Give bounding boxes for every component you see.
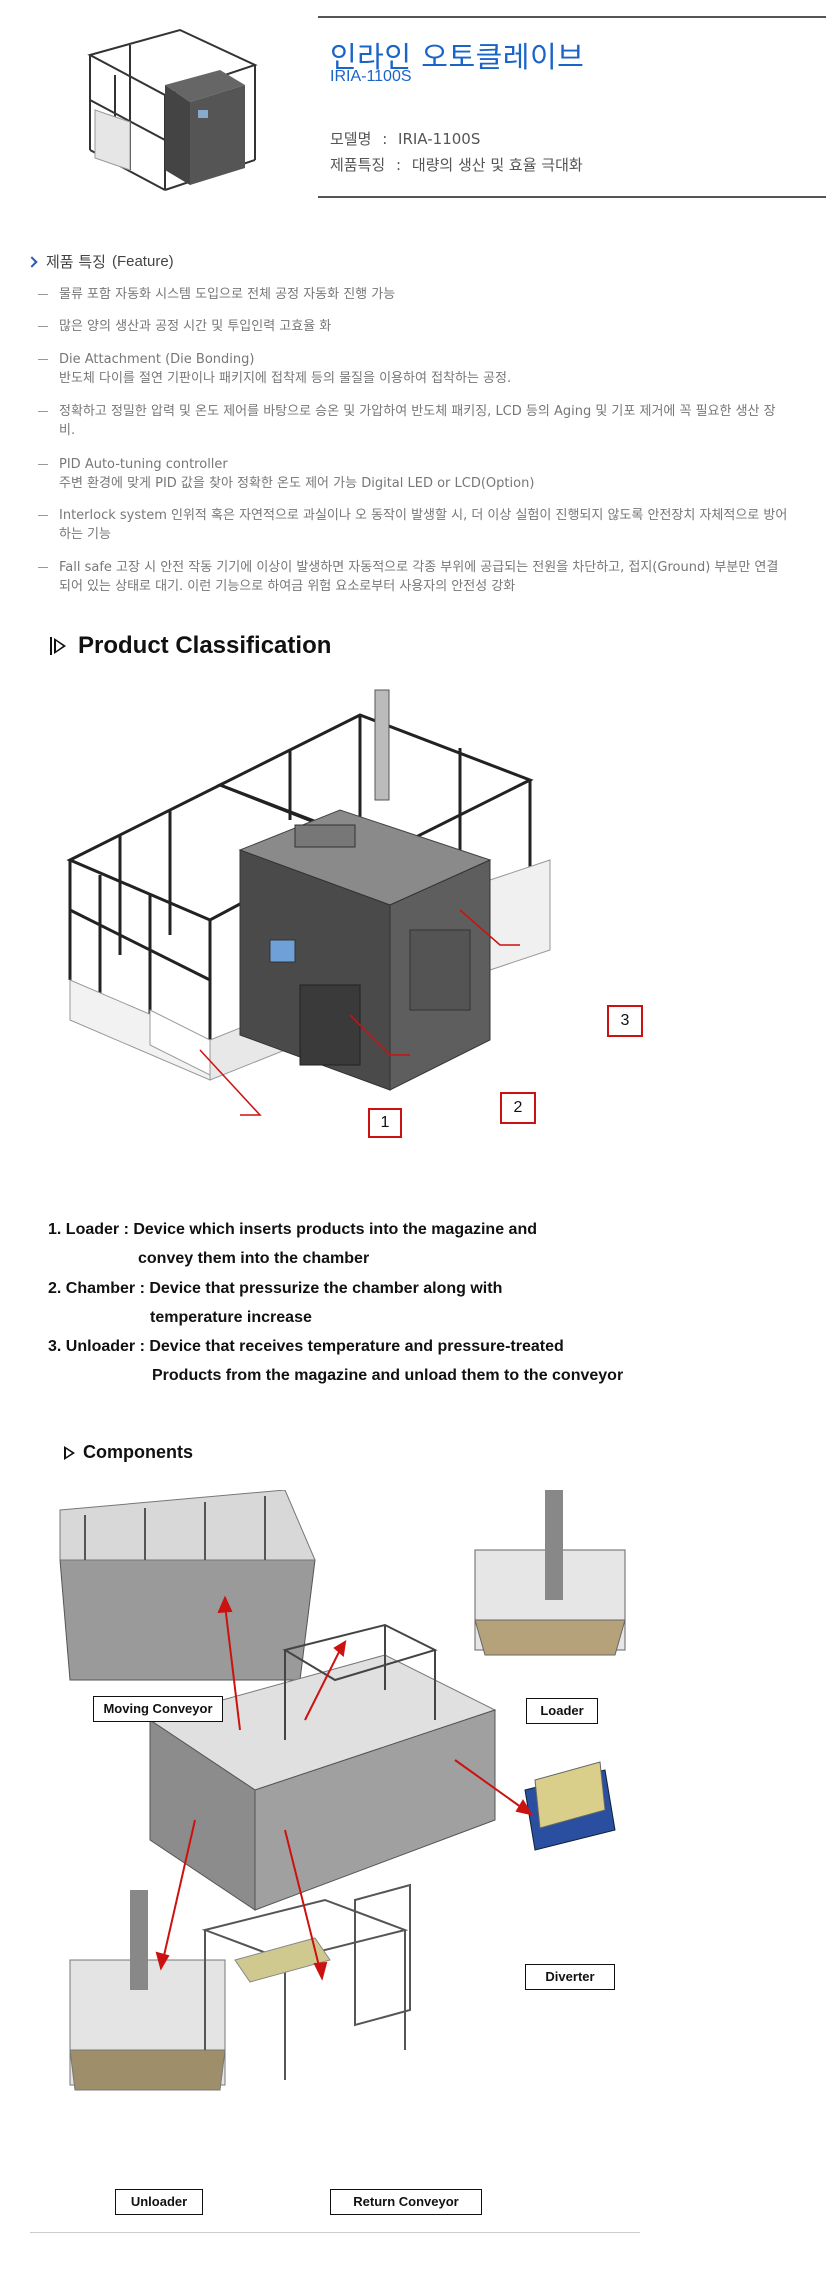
classification-description-2b: temperature increase [150,1309,312,1326]
classification-description-2: 2. Chamber : Device that pressurize the … [48,1280,503,1297]
components-diagram-image [55,1489,655,2190]
section-title: Product Classification [78,632,332,659]
bottom-divider [30,2232,640,2233]
product-thumbnail-image [70,10,270,195]
header-top-rule [318,16,826,18]
feature-item: 많은 양의 생산과 공정 시간 및 투입인력 고효율 화 [38,317,828,336]
spec-separator: : [382,130,388,148]
feature-item: Die Attachment (Die Bonding) 반도체 다이를 절연 … [38,350,828,388]
dash-bullet [38,411,48,412]
dash-bullet [38,567,48,568]
label-diverter: Diverter [525,1964,615,1990]
machine-overview-image [60,680,660,1150]
dash-bullet [38,359,48,360]
dash-bullet [38,326,48,327]
triangle-right-icon [64,1445,75,1460]
product-classification-heading: Product Classification [50,632,331,660]
label-loader: Loader [526,1698,598,1724]
callout-3: 3 [607,1005,643,1037]
callout-1: 1 [368,1108,402,1138]
classification-description-3b: Products from the magazine and unload th… [152,1367,624,1384]
spec-value: IRIA-1100S [398,130,481,148]
label-unloader: Unloader [115,2189,203,2215]
bar-icon [50,637,52,655]
spec-separator: : [395,156,402,174]
dash-bullet [38,515,48,516]
label-moving-conveyor: Moving Conveyor [93,1696,223,1722]
feature-item: Fall safe 고장 시 안전 작동 기기에 이상이 발생하면 자동적으로 … [38,558,828,596]
feature-heading-ko: 제품 특징 [46,253,106,271]
label-return-conveyor: Return Conveyor [330,2189,482,2215]
product-model-subtitle: IRIA-1100S [330,68,412,85]
spec-row-feature: 제품특징 : 대량의 생산 및 효율 극대화 [330,154,589,175]
dash-bullet [38,294,48,295]
spec-label: 모델명 [330,130,372,148]
spec-value: 대량의 생산 및 효율 극대화 [411,156,583,174]
feature-heading-en: (Feature) [111,253,174,270]
feature-item: PID Auto-tuning controller 주변 환경에 맞게 PID… [38,455,828,493]
feature-item: 정확하고 정밀한 압력 및 온도 제어를 바탕으로 승온 및 가압하여 반도체 … [38,402,828,440]
chevron-right-icon [26,255,38,268]
triangle-right-icon [54,638,66,654]
components-heading: Components [64,1442,193,1463]
product-title: 인라인 오토클레이브 [330,40,585,74]
classification-description-1b: convey them into the chamber [138,1250,370,1267]
feature-item: 물류 포함 자동화 시스템 도입으로 전체 공정 자동화 진행 가능 [38,285,828,304]
feature-heading: 제품 특징 (Feature) [26,251,174,272]
header-bottom-rule [318,196,826,198]
section-title: Components [83,1442,193,1462]
dash-bullet [38,464,48,465]
callout-2: 2 [500,1092,536,1124]
classification-description-3: 3. Unloader : Device that receives tempe… [48,1338,564,1355]
spec-row-model: 모델명 : IRIA-1100S [330,128,486,149]
feature-item: Interlock system 인위적 혹은 자연적으로 과실이나 오 동작이… [38,506,828,544]
classification-description-1: 1. Loader : Device which inserts product… [48,1221,537,1238]
spec-label: 제품특징 [330,156,386,174]
